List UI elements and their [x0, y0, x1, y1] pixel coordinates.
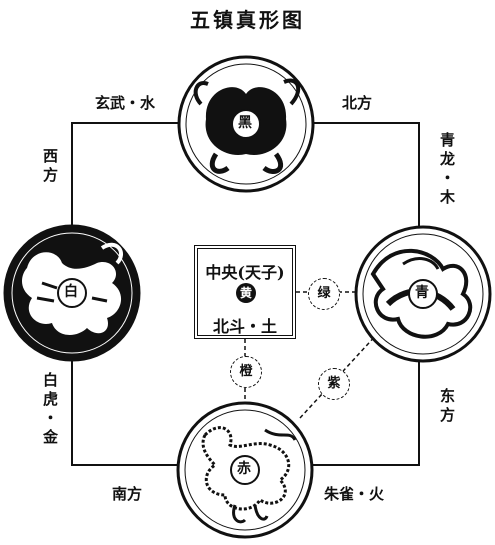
east-direction: 东方: [438, 388, 456, 426]
south-emblem: [176, 401, 314, 539]
south-glyph: 赤: [237, 461, 251, 477]
connector-orange-badge: 橙: [230, 356, 262, 388]
connector-green-badge: 绿: [308, 278, 340, 310]
north-glyph: 黑: [238, 115, 252, 131]
east-glyph: 青: [415, 285, 429, 301]
west-direction: 西方: [41, 148, 59, 186]
center-title: 中央(天子): [205, 263, 285, 282]
east-caption: 青龙・木: [438, 132, 456, 208]
diagram-title: 五镇真形图: [190, 8, 305, 32]
connector-south-east: [299, 319, 391, 419]
north-direction: 北方: [342, 94, 373, 112]
north-caption: 玄武・水: [95, 94, 156, 112]
center-glyph: 黄: [236, 283, 256, 303]
west-caption: 白虎・金: [41, 372, 59, 448]
south-direction: 南方: [112, 485, 143, 503]
west-glyph: 白: [64, 284, 78, 300]
center-subtitle: 北斗・土: [212, 317, 277, 336]
west-emblem: [3, 224, 141, 362]
center-box: 中央(天子) 黄 北斗・土: [194, 245, 296, 339]
south-caption: 朱雀・火: [324, 485, 385, 503]
east-emblem: [354, 225, 492, 363]
north-emblem: [177, 55, 315, 193]
connector-purple-badge: 紫: [318, 368, 350, 400]
